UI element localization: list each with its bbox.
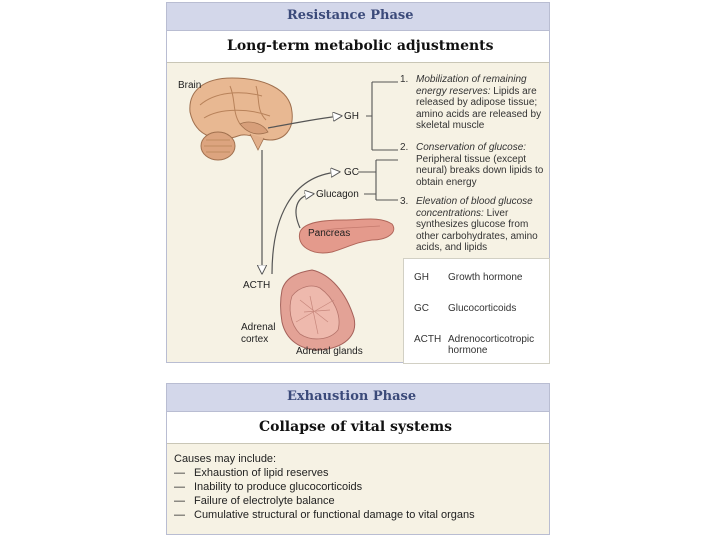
- step-2-title: Conservation of glucose:: [416, 142, 526, 153]
- legend-definition: Glucocorticoids: [448, 303, 548, 314]
- step-3-title: Elevation of blood glucose concentration…: [416, 196, 533, 219]
- adrenal-cortex-label-line2: cortex: [241, 334, 268, 345]
- cause-item: —Inability to produce glucocorticoids: [174, 480, 475, 494]
- adrenal-glands-label: Adrenal glands: [296, 346, 363, 357]
- step-2-text: Peripheral tissue (except neural) breaks…: [416, 154, 543, 188]
- legend-abbr: ACTH: [414, 334, 441, 345]
- dash-bullet: —: [174, 494, 194, 508]
- cause-item: —Exhaustion of lipid reserves: [174, 466, 475, 480]
- brain-label: Brain: [178, 80, 201, 91]
- dash-bullet: —: [174, 508, 194, 522]
- adrenal-cortex-label-line1: Adrenal: [241, 322, 275, 333]
- glucagon-arrow: [296, 194, 312, 228]
- pancreas-label: Pancreas: [308, 228, 350, 239]
- legend-definition: Growth hormone: [448, 272, 548, 283]
- legend-abbr: GH: [414, 272, 429, 283]
- acth-label: ACTH: [243, 280, 270, 291]
- brain-illustration: [190, 78, 292, 160]
- legend-definition: Adrenocorticotropic hormone: [448, 334, 548, 356]
- dash-bullet: —: [174, 466, 194, 480]
- step-3: 3. Elevation of blood glucose concentrat…: [400, 196, 548, 254]
- cause-item: —Cumulative structural or functional dam…: [174, 508, 475, 522]
- cause-text: Inability to produce glucocorticoids: [194, 480, 362, 494]
- target-brackets: [358, 82, 398, 200]
- cause-text: Exhaustion of lipid reserves: [194, 466, 329, 480]
- exhaustion-causes: Causes may include: —Exhaustion of lipid…: [174, 452, 475, 522]
- step-2: 2. Conservation of glucose: Peripheral t…: [400, 142, 548, 188]
- legend-abbr: GC: [414, 303, 429, 314]
- cause-text: Cumulative structural or functional dama…: [194, 508, 475, 522]
- step-1: 1. Mobilization of remaining energy rese…: [400, 74, 548, 132]
- step-1-number: 1.: [400, 74, 408, 86]
- cause-item: —Failure of electrolyte balance: [174, 494, 475, 508]
- step-3-number: 3.: [400, 196, 408, 208]
- causes-intro: Causes may include:: [174, 452, 475, 466]
- adrenal-gland-illustration: [281, 270, 355, 350]
- cause-text: Failure of electrolyte balance: [194, 494, 335, 508]
- gh-label: GH: [344, 111, 359, 122]
- dash-bullet: —: [174, 480, 194, 494]
- step-2-number: 2.: [400, 142, 408, 154]
- glucagon-label: Glucagon: [316, 189, 359, 200]
- gc-label: GC: [344, 167, 359, 178]
- abbreviation-legend: GH Growth hormone GC Glucocorticoids ACT…: [403, 258, 550, 364]
